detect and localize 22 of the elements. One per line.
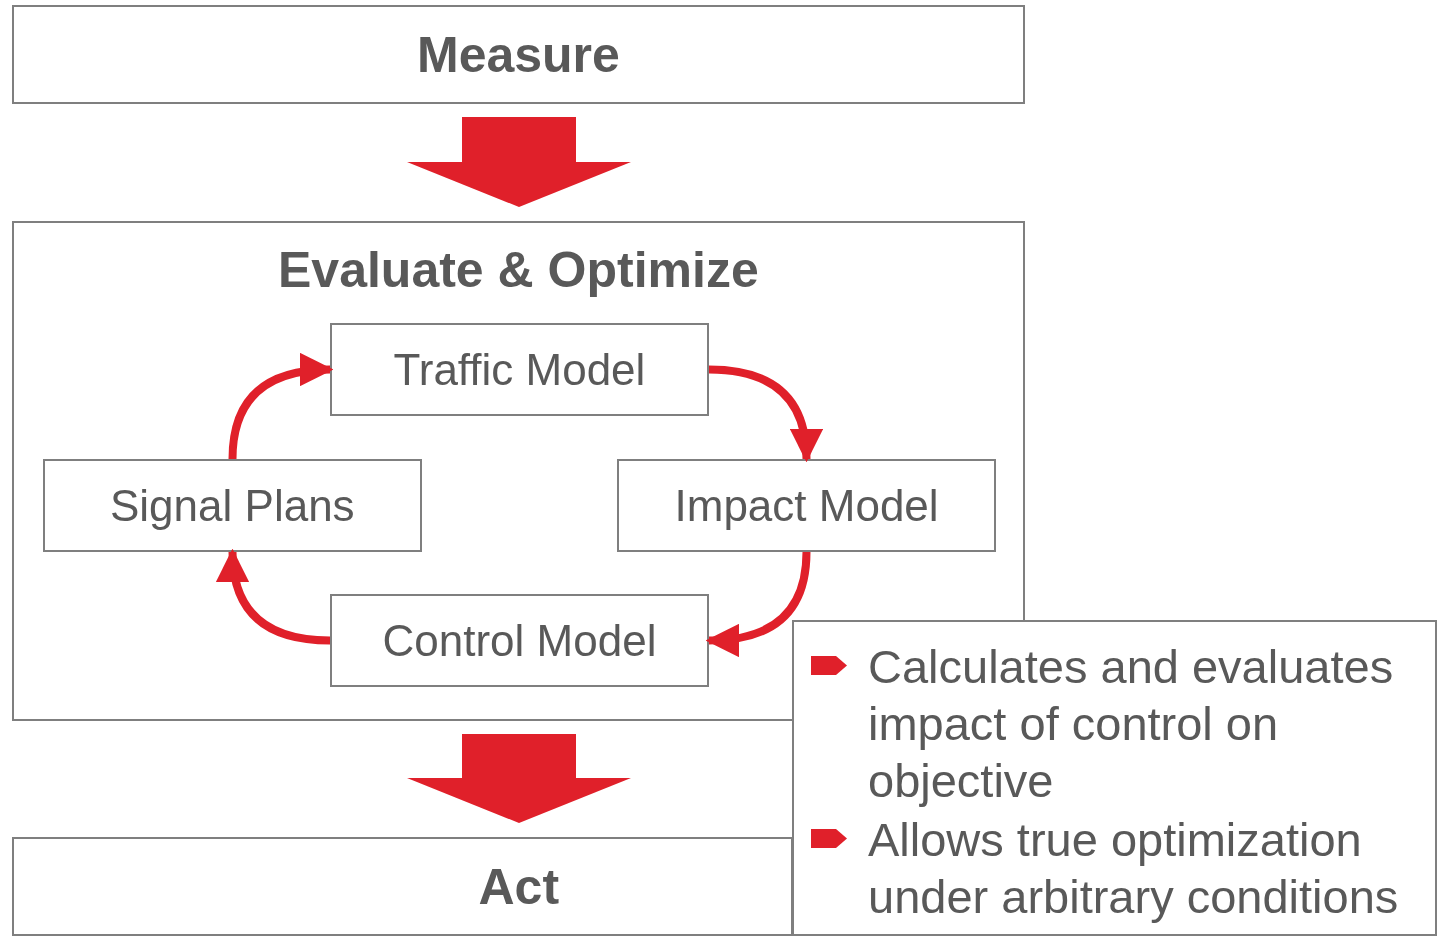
- process-box: [12, 5, 1025, 104]
- bullet-text: Allows true optimization under arbitrary conditions: [868, 812, 1400, 925]
- process-box: [43, 459, 422, 552]
- process-box: [330, 594, 709, 687]
- node-label: Traffic Model: [393, 344, 646, 395]
- curved-arrow: [708, 365, 822, 463]
- process-box: [617, 459, 996, 552]
- group-title: Evaluate & Optimize: [278, 241, 759, 299]
- process-box: [330, 323, 709, 416]
- curved-arrow: [217, 548, 331, 645]
- callout-box: [792, 620, 1437, 936]
- block-arrow: [407, 734, 631, 823]
- curved-arrow: [228, 353, 334, 460]
- node-label: Signal Plans: [110, 480, 355, 531]
- block-arrow: [407, 117, 631, 207]
- process-box: [12, 837, 793, 936]
- bullet-text: Calculates and evaluates impact of control on objective: [868, 639, 1395, 809]
- node-label: Act: [478, 857, 560, 916]
- node-label: Impact Model: [674, 480, 939, 531]
- node-label: Measure: [417, 25, 620, 84]
- curved-arrow: [705, 551, 811, 657]
- node-label: Control Model: [382, 615, 657, 666]
